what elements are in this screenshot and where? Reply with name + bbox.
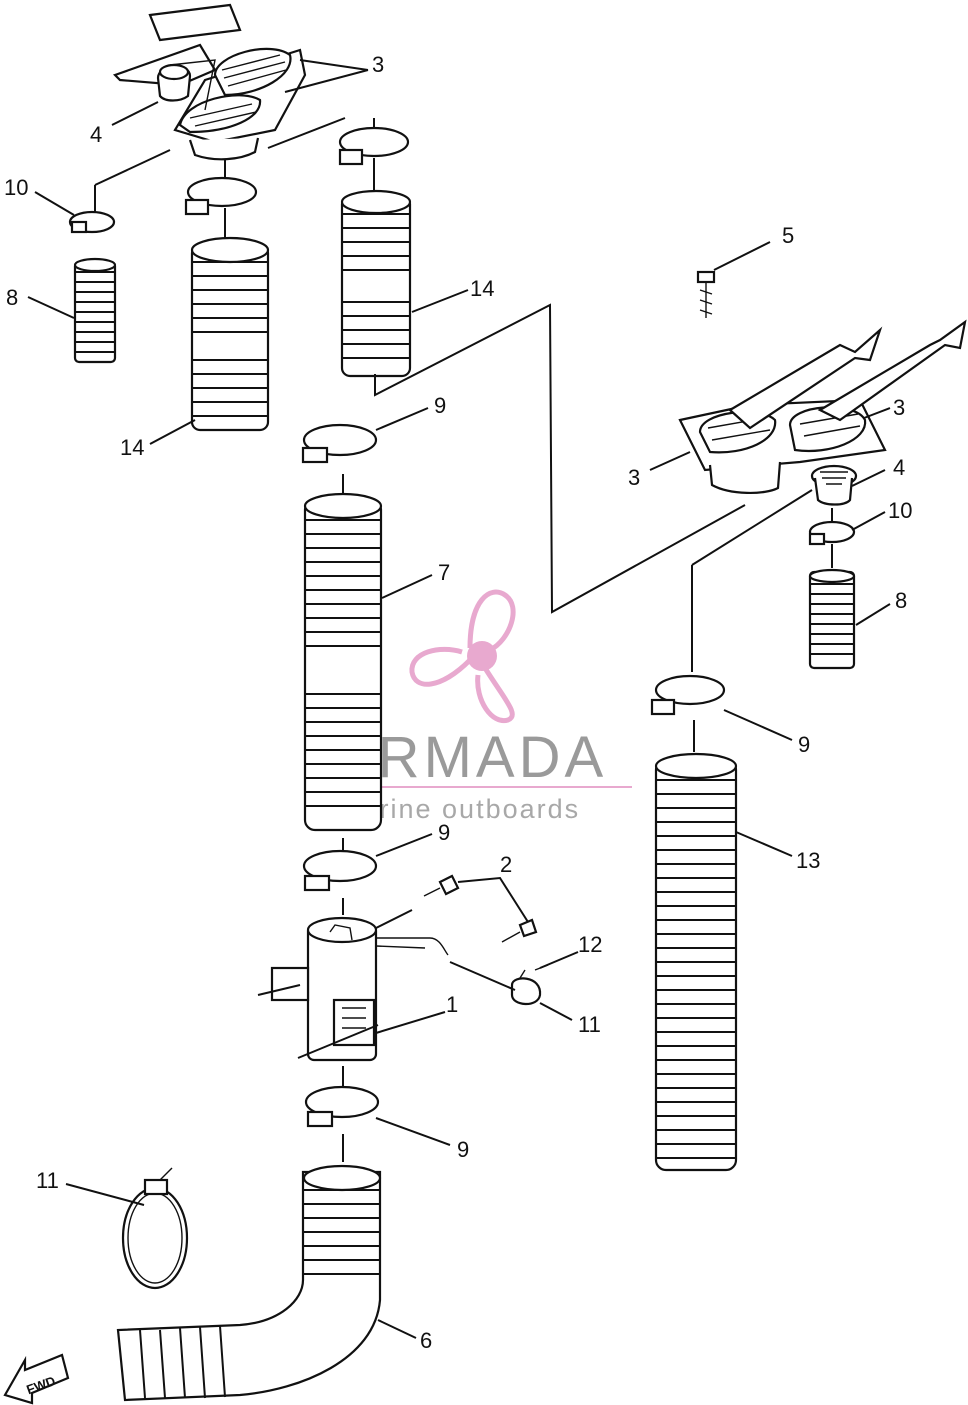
hose-clamp-9-right (650, 674, 726, 716)
callout-9-lower: 9 (457, 1137, 469, 1162)
vent-hood-top-left (112, 3, 346, 161)
callout-8-right: 8 (895, 588, 907, 613)
leader-lines (27, 59, 891, 1339)
callout-11-left: 11 (36, 1168, 59, 1193)
callout-14-left: 14 (120, 435, 144, 460)
callout-5: 5 (782, 223, 794, 248)
hose-8-left (73, 257, 117, 364)
hose-14-right (340, 189, 412, 378)
callout-10-right: 10 (888, 498, 912, 523)
hose-14-left (190, 236, 270, 432)
vent-hood-right (678, 319, 967, 495)
propeller-logo-icon (409, 589, 516, 724)
hose-13 (654, 752, 738, 1172)
silencer-housing-1 (257, 909, 449, 1062)
callout-2: 2 (500, 852, 512, 877)
callout-numbers: 3 4 10 8 14 14 9 7 5 3 3 4 10 8 9 13 9 2… (4, 52, 912, 1353)
callout-3-right-a: 3 (893, 395, 905, 420)
callout-3-top: 3 (372, 52, 384, 77)
band-clamp-11 (121, 1167, 189, 1290)
callout-13: 13 (796, 848, 820, 873)
callout-10-left: 10 (4, 175, 28, 200)
callout-9-mid: 9 (438, 820, 450, 845)
hose-clamp-9-middle (302, 849, 378, 892)
clip-11-small (449, 961, 549, 1006)
hose-7 (303, 492, 383, 832)
callout-3-right-b: 3 (628, 465, 640, 490)
callout-4-right: 4 (893, 455, 905, 480)
callout-11-right: 11 (578, 1012, 601, 1037)
screw-5 (696, 241, 771, 318)
callout-1: 1 (446, 992, 458, 1017)
callout-7: 7 (438, 560, 450, 585)
hose-clamp-9-lower (304, 1085, 380, 1128)
hose-8-right (808, 568, 856, 670)
hose-clamp-9-upper (301, 423, 378, 464)
screws-2 (423, 874, 538, 943)
callout-14-right: 14 (470, 276, 494, 301)
hose-clamp-left-14 (184, 176, 258, 216)
callout-6: 6 (420, 1328, 432, 1353)
hose-clamp-10-right (808, 520, 856, 546)
callout-12: 12 (578, 932, 602, 957)
elbow-hose-6 (116, 1164, 382, 1402)
callout-9-right: 9 (798, 732, 810, 757)
hose-clamp-10-left (68, 210, 116, 234)
callout-9-upper: 9 (434, 393, 446, 418)
callout-8-left: 8 (6, 285, 18, 310)
forward-arrow-icon: FWD (3, 1353, 70, 1405)
callout-4-top: 4 (90, 122, 102, 147)
fitting-4-right (810, 464, 858, 506)
